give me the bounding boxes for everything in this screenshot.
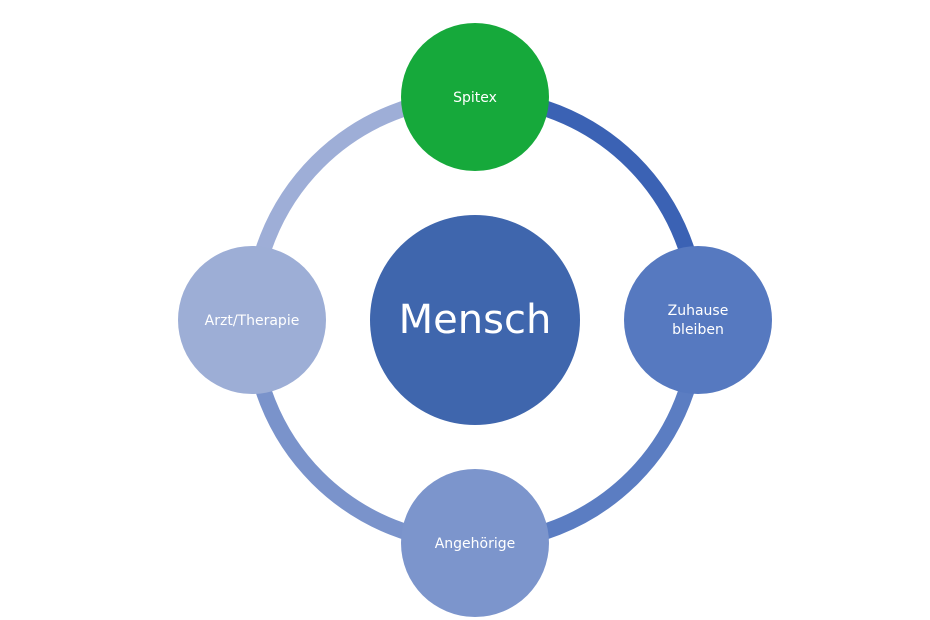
node-zuhause-bleiben-circle [624, 246, 772, 394]
node-angehoerige: Angehörige [401, 469, 549, 617]
node-spitex-circle [401, 23, 549, 171]
node-spitex-label: Spitex [453, 90, 497, 106]
node-arzt-therapie-label: Arzt/Therapie [205, 313, 300, 329]
node-zuhause-bleiben-label-line1: Zuhause [668, 303, 729, 319]
node-spitex: Spitex [401, 23, 549, 171]
center-circle [370, 215, 580, 425]
node-arzt-therapie: Arzt/Therapie [178, 246, 326, 394]
node-arzt-therapie-circle [178, 246, 326, 394]
node-angehoerige-label: Angehörige [435, 536, 516, 552]
node-angehoerige-circle [401, 469, 549, 617]
center-node: Mensch [370, 215, 580, 425]
center-label: Mensch [399, 297, 552, 343]
node-zuhause-bleiben: Zuhause bleiben [624, 246, 772, 394]
node-zuhause-bleiben-label-line2: bleiben [672, 322, 724, 338]
